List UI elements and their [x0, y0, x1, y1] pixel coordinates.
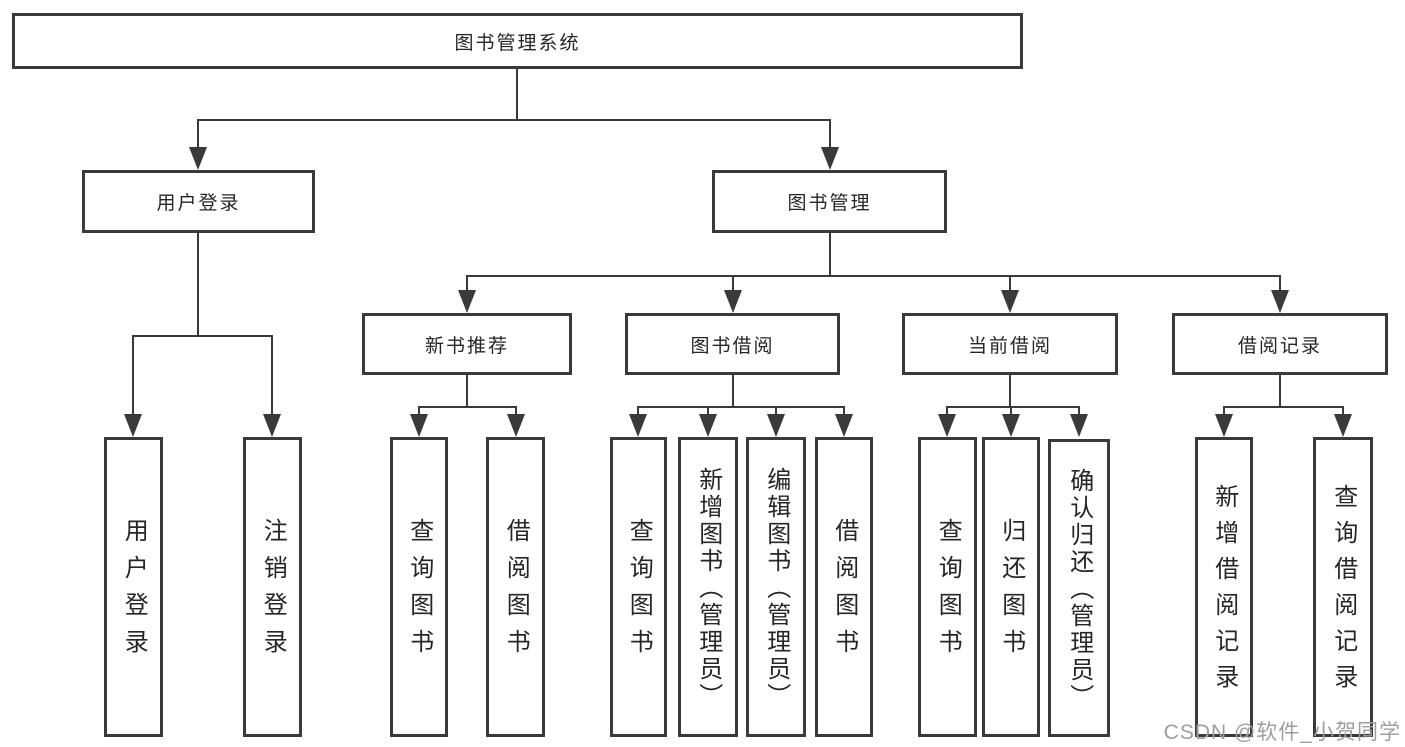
connector-line	[516, 69, 518, 121]
arrowhead-icon	[724, 290, 742, 313]
leaf-label: 用户登录	[120, 518, 148, 666]
arrowhead-icon	[458, 290, 476, 313]
connector-line	[271, 336, 273, 433]
connector-line	[1279, 375, 1281, 408]
connector-line	[197, 120, 199, 166]
leaf-query-borrow-record: 查询借阅记录	[1313, 437, 1373, 737]
arrowhead-icon	[1002, 414, 1020, 437]
arrowhead-icon	[1001, 290, 1019, 313]
node-borrowing-records: 借阅记录	[1172, 313, 1388, 375]
node-label: 当前借阅	[967, 335, 1052, 357]
node-label: 图书管理系统	[454, 32, 581, 54]
arrowhead-icon	[1070, 414, 1088, 437]
leaf-return-books: 归还图书	[982, 437, 1040, 737]
leaf-query-books-recommend: 查询图书	[390, 437, 448, 737]
leaf-add-books-admin: 新增图书（管理员）	[678, 437, 738, 737]
node-label: 借阅记录	[1237, 335, 1322, 357]
leaf-borrow-books: 借阅图书	[815, 437, 873, 737]
node-root: 图书管理系统	[12, 13, 1023, 69]
connector-line	[132, 335, 273, 337]
node-label: 图书借阅	[690, 335, 775, 357]
node-user-login: 用户登录	[82, 170, 315, 233]
leaf-logout: 注销登录	[243, 437, 302, 737]
leaf-label: 归还图书	[997, 518, 1025, 666]
connector-line	[132, 336, 134, 433]
arrowhead-icon	[629, 414, 647, 437]
leaf-user-login: 用户登录	[104, 437, 163, 737]
connector-line	[637, 406, 845, 408]
arrowhead-icon	[1215, 414, 1233, 437]
connector-line	[946, 406, 1080, 408]
leaf-label: 注销登录	[259, 518, 287, 666]
connector-line	[732, 375, 734, 408]
node-current-borrowing: 当前借阅	[902, 313, 1118, 375]
arrowhead-icon	[1271, 290, 1289, 313]
connector-line	[418, 406, 517, 408]
node-new-book-recommend: 新书推荐	[362, 313, 572, 375]
leaf-confirm-return-admin: 确认归还（管理员）	[1048, 439, 1110, 737]
arrowhead-icon	[263, 414, 281, 437]
connector-line	[466, 375, 468, 408]
arrowhead-icon	[124, 414, 142, 437]
leaf-label: 编辑图书（管理员）	[762, 466, 790, 710]
leaf-label: 新增借阅记录	[1210, 483, 1238, 700]
connector-line	[197, 233, 199, 337]
leaf-label: 确认归还（管理员）	[1065, 467, 1093, 711]
arrowhead-icon	[767, 414, 785, 437]
arrowhead-icon	[938, 414, 956, 437]
csdn-watermark: CSDN @软件_小贺同学	[1163, 721, 1401, 744]
leaf-query-books-current: 查询图书	[918, 437, 977, 737]
arrowhead-icon	[410, 414, 428, 437]
node-label: 用户登录	[156, 193, 241, 214]
leaf-label: 查询借阅记录	[1329, 483, 1357, 700]
arrowhead-icon	[835, 414, 853, 437]
arrowhead-icon	[1334, 414, 1352, 437]
leaf-label: 查询图书	[405, 518, 433, 666]
connector-line	[1223, 406, 1344, 408]
arrowhead-icon	[507, 414, 525, 437]
arrowhead-icon	[821, 147, 839, 170]
leaf-borrow-books-recommend: 借阅图书	[486, 437, 545, 737]
arrowhead-icon	[699, 414, 717, 437]
node-book-borrowing: 图书借阅	[625, 313, 840, 375]
connector-line	[829, 233, 831, 277]
leaf-query-books-borrowing: 查询图书	[610, 437, 667, 737]
leaf-label: 查询图书	[934, 518, 962, 666]
node-book-management: 图书管理	[712, 170, 947, 233]
connector-line	[829, 120, 831, 166]
connector-line	[1009, 375, 1011, 408]
node-label: 新书推荐	[424, 335, 509, 357]
node-label: 图书管理	[787, 193, 872, 214]
leaf-label: 新增图书（管理员）	[694, 466, 722, 710]
arrowhead-icon	[189, 147, 207, 170]
leaf-add-borrow-record: 新增借阅记录	[1195, 437, 1253, 737]
leaf-label: 借阅图书	[502, 518, 530, 666]
leaf-label: 借阅图书	[830, 518, 858, 666]
connector-line	[197, 119, 831, 121]
connector-line	[466, 275, 1281, 277]
leaf-edit-books-admin: 编辑图书（管理员）	[746, 437, 806, 737]
leaf-label: 查询图书	[625, 518, 653, 666]
